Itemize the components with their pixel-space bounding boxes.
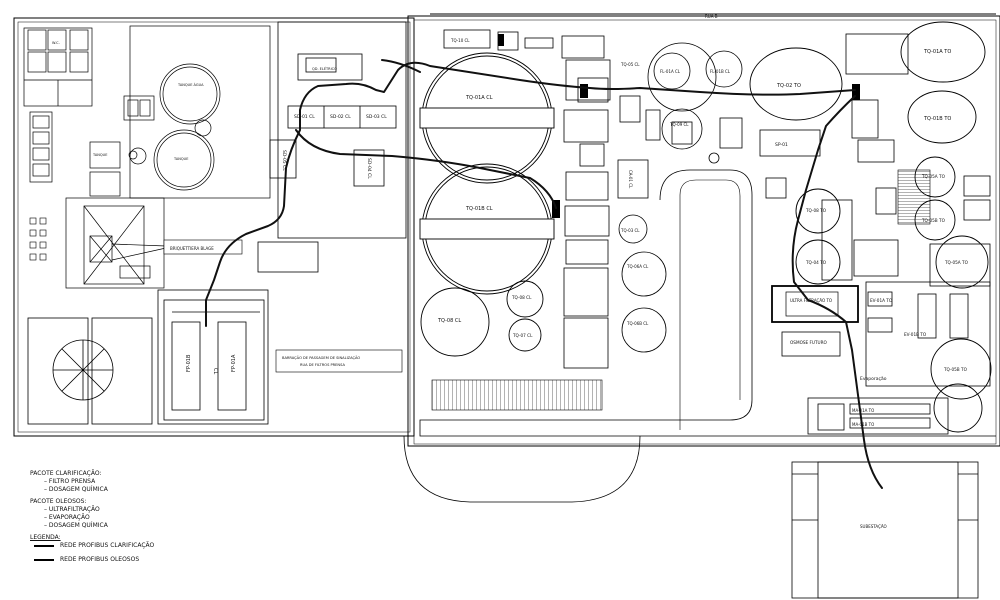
profibus-oily: [791, 95, 883, 489]
sp01-label: SP-01: [775, 142, 788, 148]
passage-label-2: RUA DE FILTROS PRENSA: [300, 363, 345, 367]
top-road-label: RUA B: [705, 14, 718, 19]
package-clarification-item: – FILTRO PRENSA: [44, 478, 96, 485]
legend-line-icon: [34, 559, 54, 561]
package-oily-item: – EVAPORAÇÃO: [44, 514, 90, 521]
clarifier-tanks: [419, 52, 555, 357]
tq08to-label: TQ-08 TO: [805, 208, 827, 213]
left-cabinets: [29, 111, 53, 183]
ultrafiltration-box: [771, 285, 859, 323]
filter-press-room: [157, 289, 269, 425]
sd02-label: SD-02 CL: [330, 114, 351, 120]
sd01-label: SD-01 CL: [294, 114, 315, 120]
fp01b-label: FP-01B: [186, 354, 192, 372]
tq05ato-label: TQ-05A TO: [921, 174, 946, 179]
package-oily-title: PACOTE OLEOSOS:: [30, 498, 87, 505]
tq06b-label: TQ-06B CL: [626, 321, 649, 326]
legend-row-clarification: REDE PROFIBUS CLARIFICAÇÃO: [34, 542, 210, 550]
evaporacao-label: Evaporação: [860, 376, 887, 382]
tq06a-label: TQ-06A CL: [626, 264, 649, 269]
internal-road: [419, 169, 996, 437]
internal-road-inner: [679, 179, 741, 430]
quadro-label: QD. ELÉTRICO: [312, 66, 337, 71]
ma01a-label: MA-01A TO: [852, 408, 874, 413]
package-oily-item: – ULTRAFILTRAÇÃO: [44, 506, 100, 513]
legend: PACOTE CLARIFICAÇÃO: – FILTRO PRENSA – D…: [30, 470, 210, 564]
tq01ato-label: TQ-01A TO: [923, 49, 951, 55]
tq08b-label: TQ-08 CL: [511, 295, 532, 300]
sd03-label: SD-03 CL: [366, 114, 387, 120]
tq07-label: TQ-07 CL: [512, 333, 533, 338]
substation: [791, 461, 979, 599]
profibus-clarification: [205, 59, 856, 327]
tq10-label: TQ-10 CL: [450, 38, 470, 43]
tq05bto-label: TQ-05B TO: [921, 218, 946, 223]
fl01b-label: FL-01B CL: [710, 69, 731, 74]
ev01b-label: EV-01B TO: [904, 332, 927, 337]
tq02to-label: TQ-02 TO: [776, 83, 801, 89]
legend-line2-label: REDE PROFIBUS OLEOSOS: [60, 556, 140, 563]
substation-label: SUBESTAÇÃO: [860, 524, 887, 529]
ca01-label: CA-01 CL: [628, 170, 633, 189]
stairs: [431, 379, 603, 411]
tq09-label: TQ-09 CL: [669, 122, 689, 127]
wc-label: W.C.: [52, 41, 60, 45]
stairs-right: [897, 169, 931, 225]
legend-line-icon: [34, 545, 54, 547]
package-clarification-item: – DOSAGEM QUÍMICA: [44, 486, 108, 493]
water-tank-label: TANQUE ÁGUA: [177, 82, 204, 87]
ev01a-label: EV-01A TO: [870, 298, 893, 303]
ultrafiltration-inner: [785, 291, 839, 317]
osmosis-box: [781, 331, 841, 357]
cooling-tower: [27, 317, 153, 425]
briquet-label: BRIQUETTIERA BLAGE: [170, 246, 214, 251]
tank-label-1: TANQUE: [92, 153, 107, 157]
mid-equipment: [443, 29, 743, 369]
toilet-block: [23, 27, 93, 107]
ma01b-label: MA-01B TO: [852, 422, 874, 427]
legend-line1-label: REDE PROFIBUS CLARIFICAÇÃO: [60, 542, 155, 549]
tq05a2-label: TQ-05A TO: [944, 260, 969, 265]
legend-title: LEGENDA:: [30, 534, 61, 541]
tq05-label: TQ-05 CL: [620, 62, 640, 67]
tq01bto-label: TQ-01B TO: [923, 116, 951, 122]
site-boundary: [13, 13, 1000, 447]
osmose-label: OSMOSE FUTURO: [790, 340, 828, 345]
electrical-room: [257, 21, 407, 273]
briquet-label-box: [163, 239, 243, 255]
tq01bcl-label: TQ-01B CL: [465, 206, 493, 212]
tq05b2-label: TQ-05B TO: [943, 367, 968, 372]
tq01acl-label: TQ-01A CL: [465, 95, 493, 101]
passage-label: BARRAÇÃO DE PASSAGEM DE SINALIZAÇÃO: [282, 355, 360, 360]
briquetting-area: [65, 197, 167, 289]
tq03-label: TQ-03 CL: [620, 228, 640, 233]
sd05-label: SD-05 CL: [281, 150, 287, 171]
tq04to-label: TQ-04 TO: [805, 260, 827, 265]
dosing-area: [89, 25, 271, 199]
oily-tanks: [749, 21, 992, 433]
sd04-label: SD-04 CL: [366, 158, 372, 179]
passage-box: [275, 349, 403, 373]
package-oily-item: – DOSAGEM QUÍMICA: [44, 522, 108, 529]
fl01a-label: FL-01A CL: [660, 69, 681, 74]
legend-row-oily: REDE PROFIBUS OLEOSOS: [34, 556, 210, 564]
package-clarification-title: PACOTE CLARIFICAÇÃO:: [30, 470, 102, 477]
fp01a-label: FP-01A: [231, 354, 237, 372]
pillar-grid: [29, 217, 47, 261]
tq08cl-label: TQ-08 CL: [437, 318, 461, 324]
cl-label: CL: [212, 368, 218, 374]
parking-loop: [403, 435, 641, 503]
tank-label-2: TANQUE: [173, 157, 188, 161]
oily-equipment: [759, 33, 991, 435]
